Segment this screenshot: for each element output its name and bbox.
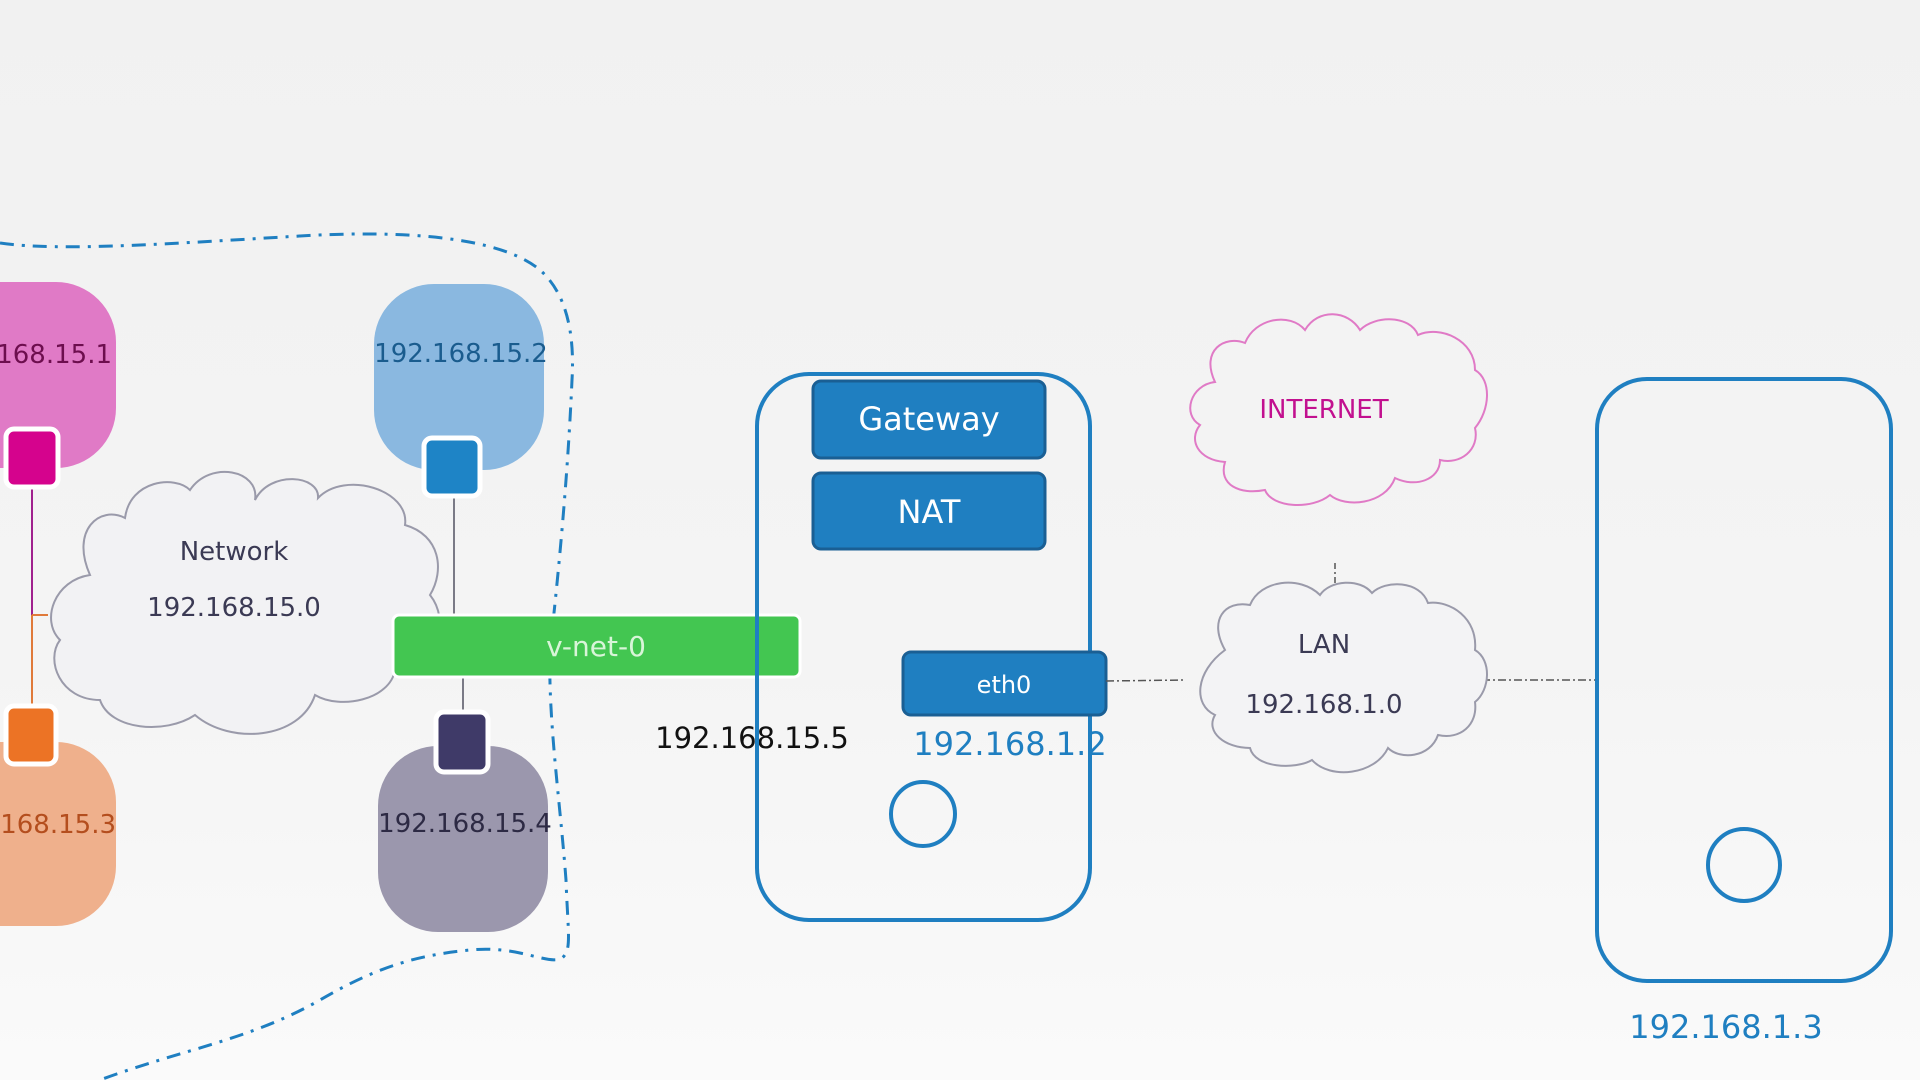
lan-cloud[interactable]: LAN 192.168.1.0 <box>1199 581 1488 774</box>
gateway-button[interactable] <box>811 379 1047 460</box>
internet-cloud-shape <box>1189 313 1488 506</box>
host-machine-frame <box>755 372 1092 922</box>
internet-label: INTERNET <box>1259 395 1388 425</box>
host-2-ip: 192.168.15.2 <box>374 339 548 369</box>
host-3-ip: 192.168.15.3 <box>0 810 116 840</box>
host-1-port[interactable] <box>3 426 61 490</box>
remote-host-ip: 192.168.1.3 <box>1629 1008 1822 1046</box>
namespace-host-3[interactable]: 192.168.15.3 <box>0 703 116 926</box>
remote-host-frame <box>1595 377 1893 983</box>
host-4-port[interactable] <box>433 709 491 775</box>
namespace-host-2[interactable]: 192.168.15.2 <box>374 284 548 499</box>
link-eth0-lan <box>1105 679 1186 682</box>
network-cloud: Network 192.168.15.0 <box>50 471 441 735</box>
internet-cloud[interactable]: INTERNET <box>1189 313 1488 506</box>
remote-power-button[interactable] <box>1706 827 1782 903</box>
bridge-ip: 192.168.15.5 <box>655 721 849 755</box>
host-4-ip: 192.168.15.4 <box>378 809 552 839</box>
nat-button[interactable] <box>811 471 1047 551</box>
eth0-interface[interactable] <box>901 650 1108 717</box>
lan-title: LAN <box>1298 630 1350 660</box>
network-cloud-title: Network <box>180 537 289 567</box>
bridge-vnet0[interactable]: v-net-0 <box>391 613 802 679</box>
host-1-body <box>0 282 116 468</box>
namespace-host-4[interactable]: 192.168.15.4 <box>378 709 552 932</box>
host-3-port[interactable] <box>3 703 59 767</box>
host-1-ip: 192.168.15.1 <box>0 340 112 370</box>
host-2-port[interactable] <box>421 435 483 499</box>
bridge-label: v-net-0 <box>546 630 646 663</box>
namespace-boundary <box>0 232 574 1080</box>
host-4-body <box>378 746 548 932</box>
lan-subnet: 192.168.1.0 <box>1245 690 1402 720</box>
bridge-bar[interactable] <box>391 613 802 679</box>
eth0-label: eth0 <box>977 671 1032 699</box>
nat-label: NAT <box>898 493 961 531</box>
gateway-label: Gateway <box>858 400 999 438</box>
network-cloud-subnet: 192.168.15.0 <box>147 593 321 623</box>
host-machine: Gateway NAT eth0 192.168.1.2 <box>755 372 1108 922</box>
remote-host: 192.168.1.3 <box>1595 377 1893 1046</box>
host-3-body <box>0 742 116 926</box>
lan-cloud-shape <box>1199 581 1488 774</box>
host-power-button[interactable] <box>889 780 957 848</box>
host-2-body <box>374 284 544 470</box>
namespace-host-1[interactable]: 192.168.15.1 <box>0 282 116 490</box>
eth0-ip: 192.168.1.2 <box>913 725 1106 763</box>
network-cloud-shape <box>50 471 441 735</box>
